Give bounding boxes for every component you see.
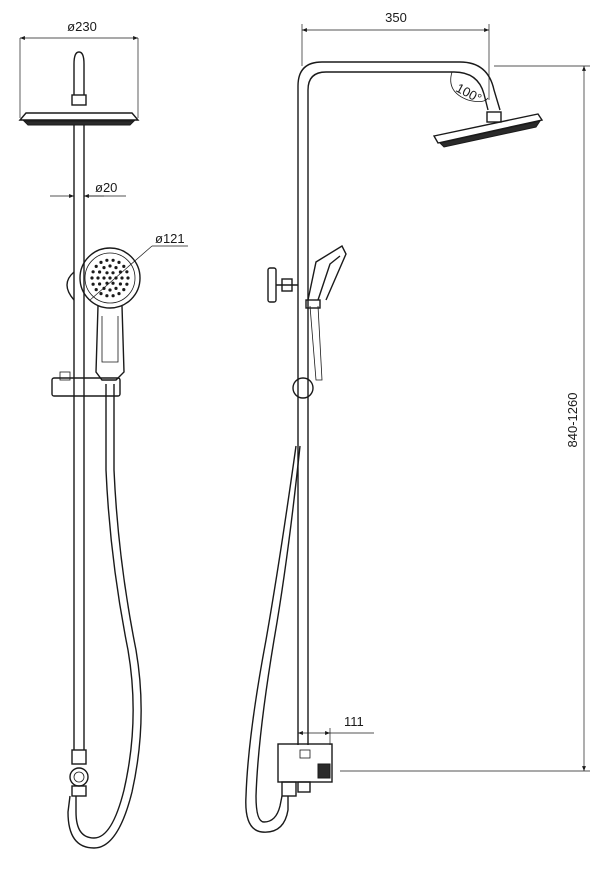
side-valve-body [277, 743, 333, 797]
spray-nozzle [91, 282, 95, 286]
side-slider-ball [292, 377, 314, 399]
front-slider [51, 371, 121, 397]
spray-nozzle [125, 282, 129, 286]
spray-nozzle [111, 294, 115, 298]
side-head-joint [486, 111, 502, 123]
side-overhead-shower-head [432, 113, 544, 148]
side-hose [245, 445, 301, 833]
front-view: ø230 ø20 [18, 19, 188, 849]
spray-nozzle [122, 264, 126, 268]
side-holder-knob [267, 267, 298, 303]
side-view: 350 100° 840-1260 [245, 10, 590, 833]
front-hose [67, 384, 142, 849]
dimension-rail-diameter: ø20 [50, 180, 126, 198]
spray-nozzle [99, 292, 103, 296]
dimension-height-range: 840-1260 [340, 65, 590, 772]
hand-shower-diameter-label: ø121 [155, 231, 185, 246]
spray-nozzle [105, 258, 109, 262]
height-range-label: 840-1260 [565, 393, 580, 448]
arm-reach-label: 350 [385, 10, 407, 25]
side-hand-shower [305, 245, 347, 381]
front-bottom-fitting [69, 749, 89, 797]
valve-depth-label: 111 [344, 714, 364, 729]
spray-nozzle [98, 282, 102, 286]
front-gooseneck [71, 51, 87, 106]
spray-nozzle [126, 276, 130, 280]
front-hand-shower [79, 247, 141, 381]
spray-nozzle [117, 260, 121, 264]
spray-nozzle [94, 288, 98, 292]
front-rail [73, 125, 85, 750]
spray-nozzle [105, 271, 109, 275]
front-overhead-shower-head [18, 112, 140, 126]
spray-nozzle [102, 286, 106, 290]
spray-nozzle [94, 264, 98, 268]
spray-nozzle [118, 282, 122, 286]
spray-nozzle [111, 271, 115, 275]
spray-nozzle [96, 276, 100, 280]
spray-nozzle [125, 270, 129, 274]
spray-nozzle [108, 288, 112, 292]
spray-nozzle [99, 260, 103, 264]
spray-nozzle [105, 281, 109, 285]
spray-nozzle [114, 266, 118, 270]
spray-nozzle [105, 294, 109, 298]
spray-nozzle [108, 276, 112, 280]
spray-nozzle [102, 276, 106, 280]
spray-nozzle [114, 276, 118, 280]
spray-nozzle [90, 276, 94, 280]
head-diameter-label: ø230 [67, 19, 97, 34]
side-riser-arm [297, 61, 501, 745]
spray-nozzle [91, 270, 95, 274]
spray-nozzle [98, 270, 102, 274]
front-holder-bulge [66, 271, 75, 301]
spray-nozzle [122, 288, 126, 292]
rail-diameter-label: ø20 [95, 180, 117, 195]
spray-nozzle [111, 281, 115, 285]
dimension-arm-reach: 350 [301, 10, 490, 100]
spray-nozzle [102, 266, 106, 270]
spray-nozzle [120, 276, 124, 280]
spray-nozzle [111, 258, 115, 262]
spray-nozzle [114, 286, 118, 290]
spray-nozzle [117, 292, 121, 296]
dimension-head-diameter: ø230 [19, 19, 139, 118]
spray-nozzle [108, 264, 112, 268]
dimension-valve-depth: 111 [297, 714, 374, 745]
dimension-hand-shower-diameter: ø121 [89, 231, 188, 301]
